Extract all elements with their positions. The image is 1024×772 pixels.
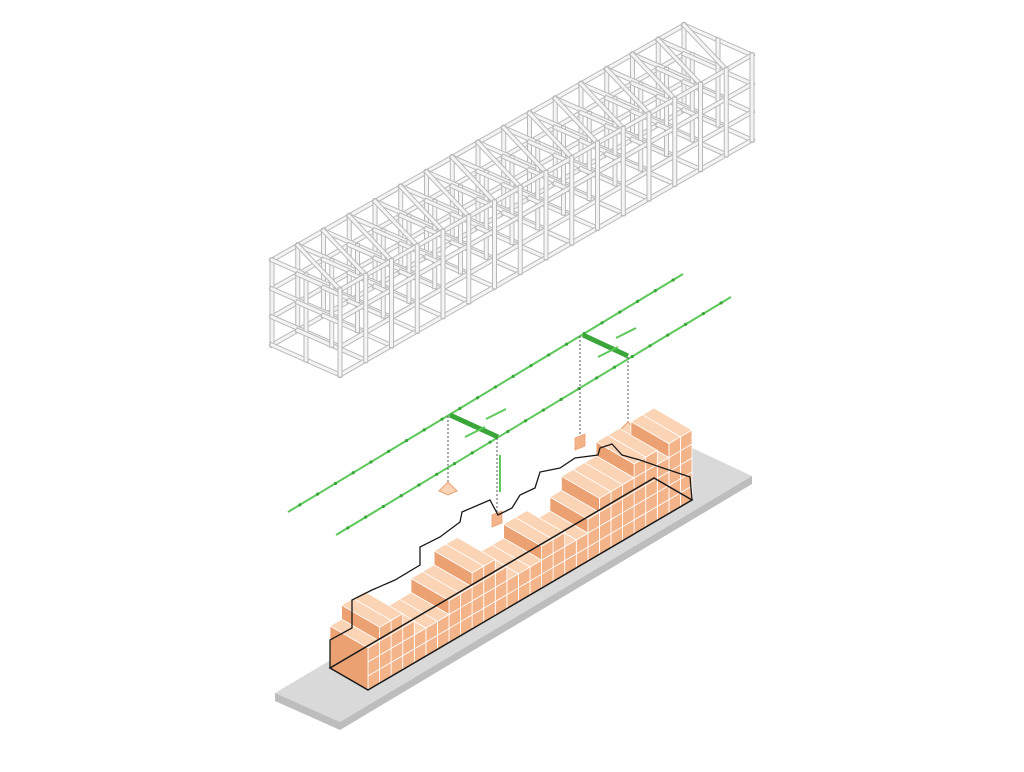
rail-node — [488, 440, 492, 444]
rail-node — [404, 439, 409, 443]
move-arrow — [464, 426, 486, 438]
rail-node — [666, 333, 670, 337]
frame-top-brace — [475, 140, 523, 190]
rail-node — [333, 481, 337, 486]
gantry-crossbar — [448, 412, 500, 440]
frame-top-brace — [656, 37, 703, 87]
rail-node — [541, 408, 545, 412]
rail-node — [351, 471, 355, 475]
rail-node — [506, 429, 510, 434]
slab-end — [275, 693, 340, 730]
rail-node — [635, 299, 640, 303]
rail-node — [511, 374, 515, 378]
frame-top-brace — [450, 155, 497, 204]
rail-node — [476, 396, 480, 400]
rail-node — [719, 301, 723, 305]
rail-node — [612, 365, 617, 369]
rail-node — [399, 494, 403, 498]
services-rails — [287, 273, 732, 536]
frame-top-brace — [321, 228, 368, 278]
frame-top-brace — [604, 66, 652, 116]
existing-building-profile — [329, 443, 693, 668]
rail-node — [600, 321, 604, 325]
rail-node — [346, 526, 350, 530]
slab-side — [340, 476, 752, 730]
rail-node — [316, 492, 320, 496]
rail-node — [298, 503, 302, 507]
rail-node — [524, 419, 528, 423]
rail-node — [618, 310, 622, 314]
structural-frame — [268, 21, 756, 379]
rail-node — [435, 472, 439, 476]
rail-node — [671, 278, 675, 282]
move-arrow — [485, 408, 507, 420]
frame-top-brace — [501, 125, 549, 175]
skyline-outline — [329, 443, 693, 668]
modular-units — [328, 407, 694, 691]
rail-node — [452, 462, 457, 466]
frame-top-brace — [578, 81, 626, 131]
rail-node — [559, 397, 563, 401]
hoisted-module — [574, 433, 586, 451]
gantry-crossbar — [581, 332, 630, 359]
unit-footprint — [328, 477, 694, 691]
rail-node — [417, 483, 421, 487]
rail-node — [364, 515, 368, 519]
rail-node — [648, 344, 652, 348]
rail-node — [470, 451, 474, 455]
rail-node — [683, 322, 688, 326]
rail-node — [440, 417, 444, 421]
move-arrow — [615, 327, 637, 339]
frame-top-brace — [527, 111, 574, 160]
rail-node — [381, 504, 385, 509]
frame-top-brace — [630, 52, 677, 102]
frame-top-brace — [347, 213, 394, 263]
rail-node — [458, 406, 462, 411]
frame-top-brace — [398, 184, 446, 234]
rail-node — [493, 385, 497, 389]
frame-top-brace — [681, 22, 729, 72]
rail-node — [547, 353, 551, 357]
frame-top-brace — [553, 96, 600, 146]
frame-top-brace — [372, 199, 420, 249]
rail-node — [653, 289, 657, 293]
rail-node — [564, 342, 569, 346]
frame-top-brace — [424, 169, 471, 219]
hoisted-module-pyramid — [438, 481, 458, 496]
rail-node — [422, 428, 426, 432]
rail-node — [595, 376, 599, 380]
rail-node — [387, 449, 391, 453]
rail-node — [630, 354, 634, 359]
rail-node — [529, 364, 533, 368]
hoisted-module — [491, 510, 503, 528]
frame-top-brace — [295, 243, 343, 293]
move-arrow — [597, 346, 619, 358]
rail-node — [701, 312, 705, 316]
rail-node — [369, 460, 373, 464]
